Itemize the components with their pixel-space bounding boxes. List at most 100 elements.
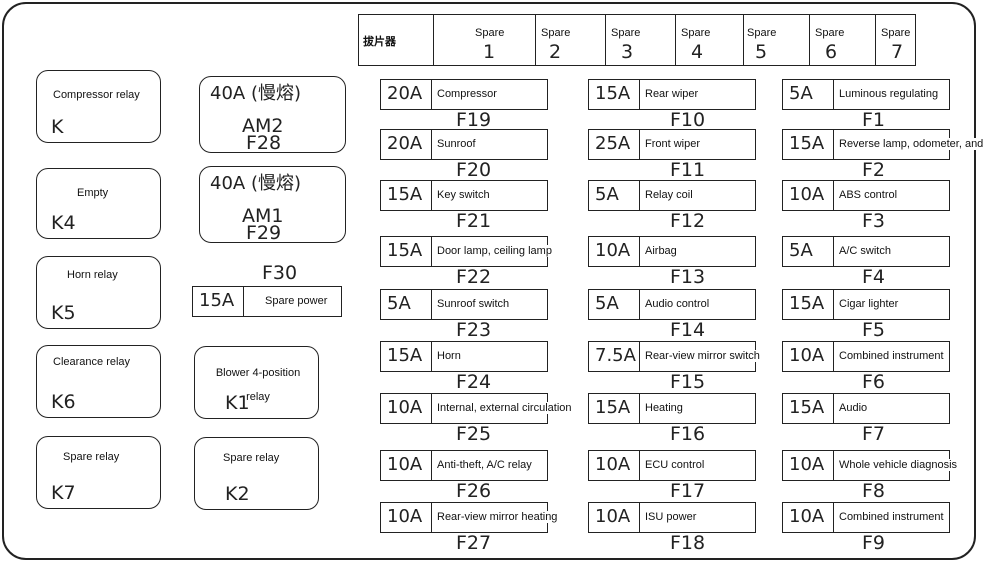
fuse-amperage: 15A xyxy=(789,293,825,314)
relay-code: K5 xyxy=(51,302,76,324)
fuse-label: Combined instrument xyxy=(839,350,944,362)
fuse-amperage: 15A xyxy=(387,345,423,366)
fuse-amperage: 10A xyxy=(595,240,631,261)
fuse-f30: 15A Spare power xyxy=(192,286,342,317)
fuse-f5: 15A Cigar lighter xyxy=(782,289,950,320)
fuse-box-panel xyxy=(2,2,976,560)
spare-slot-1-number: 1 xyxy=(483,41,496,63)
fuse-code: F3 xyxy=(862,210,886,232)
fuse-divider xyxy=(431,290,432,319)
fuse-label: Airbag xyxy=(645,245,677,257)
fuse-label: Whole vehicle diagnosis xyxy=(839,459,958,471)
fuse-label: Internal, external circulation xyxy=(437,402,572,414)
fuse-code: F18 xyxy=(670,532,706,554)
spare-slot-7-number: 7 xyxy=(891,41,904,63)
fuse-label: A/C switch xyxy=(839,245,891,257)
strip-divider xyxy=(535,15,536,65)
relay-k1: Blower 4-position relay K1 xyxy=(194,346,319,419)
fuse-f6: 10A Combined instrument xyxy=(782,341,950,372)
fuse-divider xyxy=(639,80,640,109)
fuse-amperage: 10A xyxy=(789,345,825,366)
fuse-label: Heating xyxy=(645,402,683,414)
fuse-amperage: 5A xyxy=(789,83,813,104)
fuse-label: Relay coil xyxy=(645,189,693,201)
strip-divider xyxy=(875,15,876,65)
fuse-amperage: 20A xyxy=(387,83,423,104)
fuse-f30-code: F30 xyxy=(262,262,298,284)
fuse-puller-label: 拔片器 xyxy=(363,36,396,48)
fuse-code: F16 xyxy=(670,423,706,445)
fuse-divider xyxy=(639,394,640,423)
fuse-amperage: 15A xyxy=(199,290,235,311)
relay-label: Horn relay xyxy=(67,269,118,281)
fuse-f23: 5A Sunroof switch xyxy=(380,289,548,320)
fuse-label: Spare power xyxy=(265,295,328,307)
relay-label: Blower 4-position relay xyxy=(211,361,305,409)
fuse-divider xyxy=(243,287,244,316)
fuse-amperage: 10A xyxy=(595,454,631,475)
fuse-divider xyxy=(431,80,432,109)
fuse-f29-am1: 40A (慢熔) AM1 F29 xyxy=(199,166,346,244)
fuse-label: Compressor xyxy=(437,88,497,100)
fuse-label: ABS control xyxy=(839,189,898,201)
spare-slot-5-label: Spare xyxy=(747,27,777,39)
spare-slot-6-number: 6 xyxy=(825,41,838,63)
fuse-divider xyxy=(833,130,834,159)
relay-compressor: Compressor relay K xyxy=(36,70,161,143)
fuse-code: F17 xyxy=(670,480,706,502)
relay-label: Spare relay xyxy=(63,451,120,463)
fuse-amperage: 10A xyxy=(789,454,825,475)
fuse-divider xyxy=(431,451,432,480)
fuse-divider xyxy=(833,237,834,266)
fuse-f12: 5A Relay coil xyxy=(588,180,756,211)
fuse-label: Rear-view mirror switch xyxy=(645,350,760,362)
relay-label: Spare relay xyxy=(223,452,280,464)
fuse-divider xyxy=(431,394,432,423)
strip-divider xyxy=(675,15,676,65)
fuse-label: Audio xyxy=(839,402,868,414)
fuse-label: Luminous regulating xyxy=(839,88,939,100)
fuse-amperage: 15A xyxy=(789,397,825,418)
fuse-code: F5 xyxy=(862,319,886,341)
relay-k4: Empty K4 xyxy=(36,168,161,239)
strip-divider xyxy=(433,15,434,65)
fuse-label: Sunroof switch xyxy=(437,298,510,310)
fuse-code: F12 xyxy=(670,210,706,232)
fuse-code: F22 xyxy=(456,266,492,288)
fuse-code: F25 xyxy=(456,423,492,445)
fuse-amperage: 10A xyxy=(789,184,825,205)
fuse-label: ISU power xyxy=(645,511,697,523)
fuse-amperage: 40A (慢熔) xyxy=(210,83,301,104)
fuse-divider xyxy=(431,181,432,210)
fuse-divider xyxy=(639,181,640,210)
relay-k6: Clearance relay K6 xyxy=(36,345,161,418)
fuse-label: Cigar lighter xyxy=(839,298,899,310)
fuse-code: F23 xyxy=(456,319,492,341)
fuse-label: Reverse lamp, odometer, and xyxy=(839,138,984,150)
fuse-code: F4 xyxy=(862,266,886,288)
relay-code: K4 xyxy=(51,212,76,234)
spare-slot-5-number: 5 xyxy=(755,41,768,63)
fuse-divider xyxy=(639,451,640,480)
fuse-divider xyxy=(833,451,834,480)
spare-slot-3-label: Spare xyxy=(611,27,641,39)
fuse-f8: 10A Whole vehicle diagnosis xyxy=(782,450,958,481)
fuse-code: F28 xyxy=(246,132,282,154)
fuse-divider xyxy=(833,503,834,532)
fuse-label: Anti-theft, A/C relay xyxy=(437,459,532,471)
fuse-amperage: 5A xyxy=(595,184,619,205)
spare-slot-2-number: 2 xyxy=(549,41,562,63)
strip-divider xyxy=(743,15,744,65)
fuse-amperage: 5A xyxy=(387,293,411,314)
fuse-amperage: 5A xyxy=(595,293,619,314)
fuse-amperage: 20A xyxy=(387,133,423,154)
fuse-code: F1 xyxy=(862,109,886,131)
relay-code: K7 xyxy=(51,482,76,504)
